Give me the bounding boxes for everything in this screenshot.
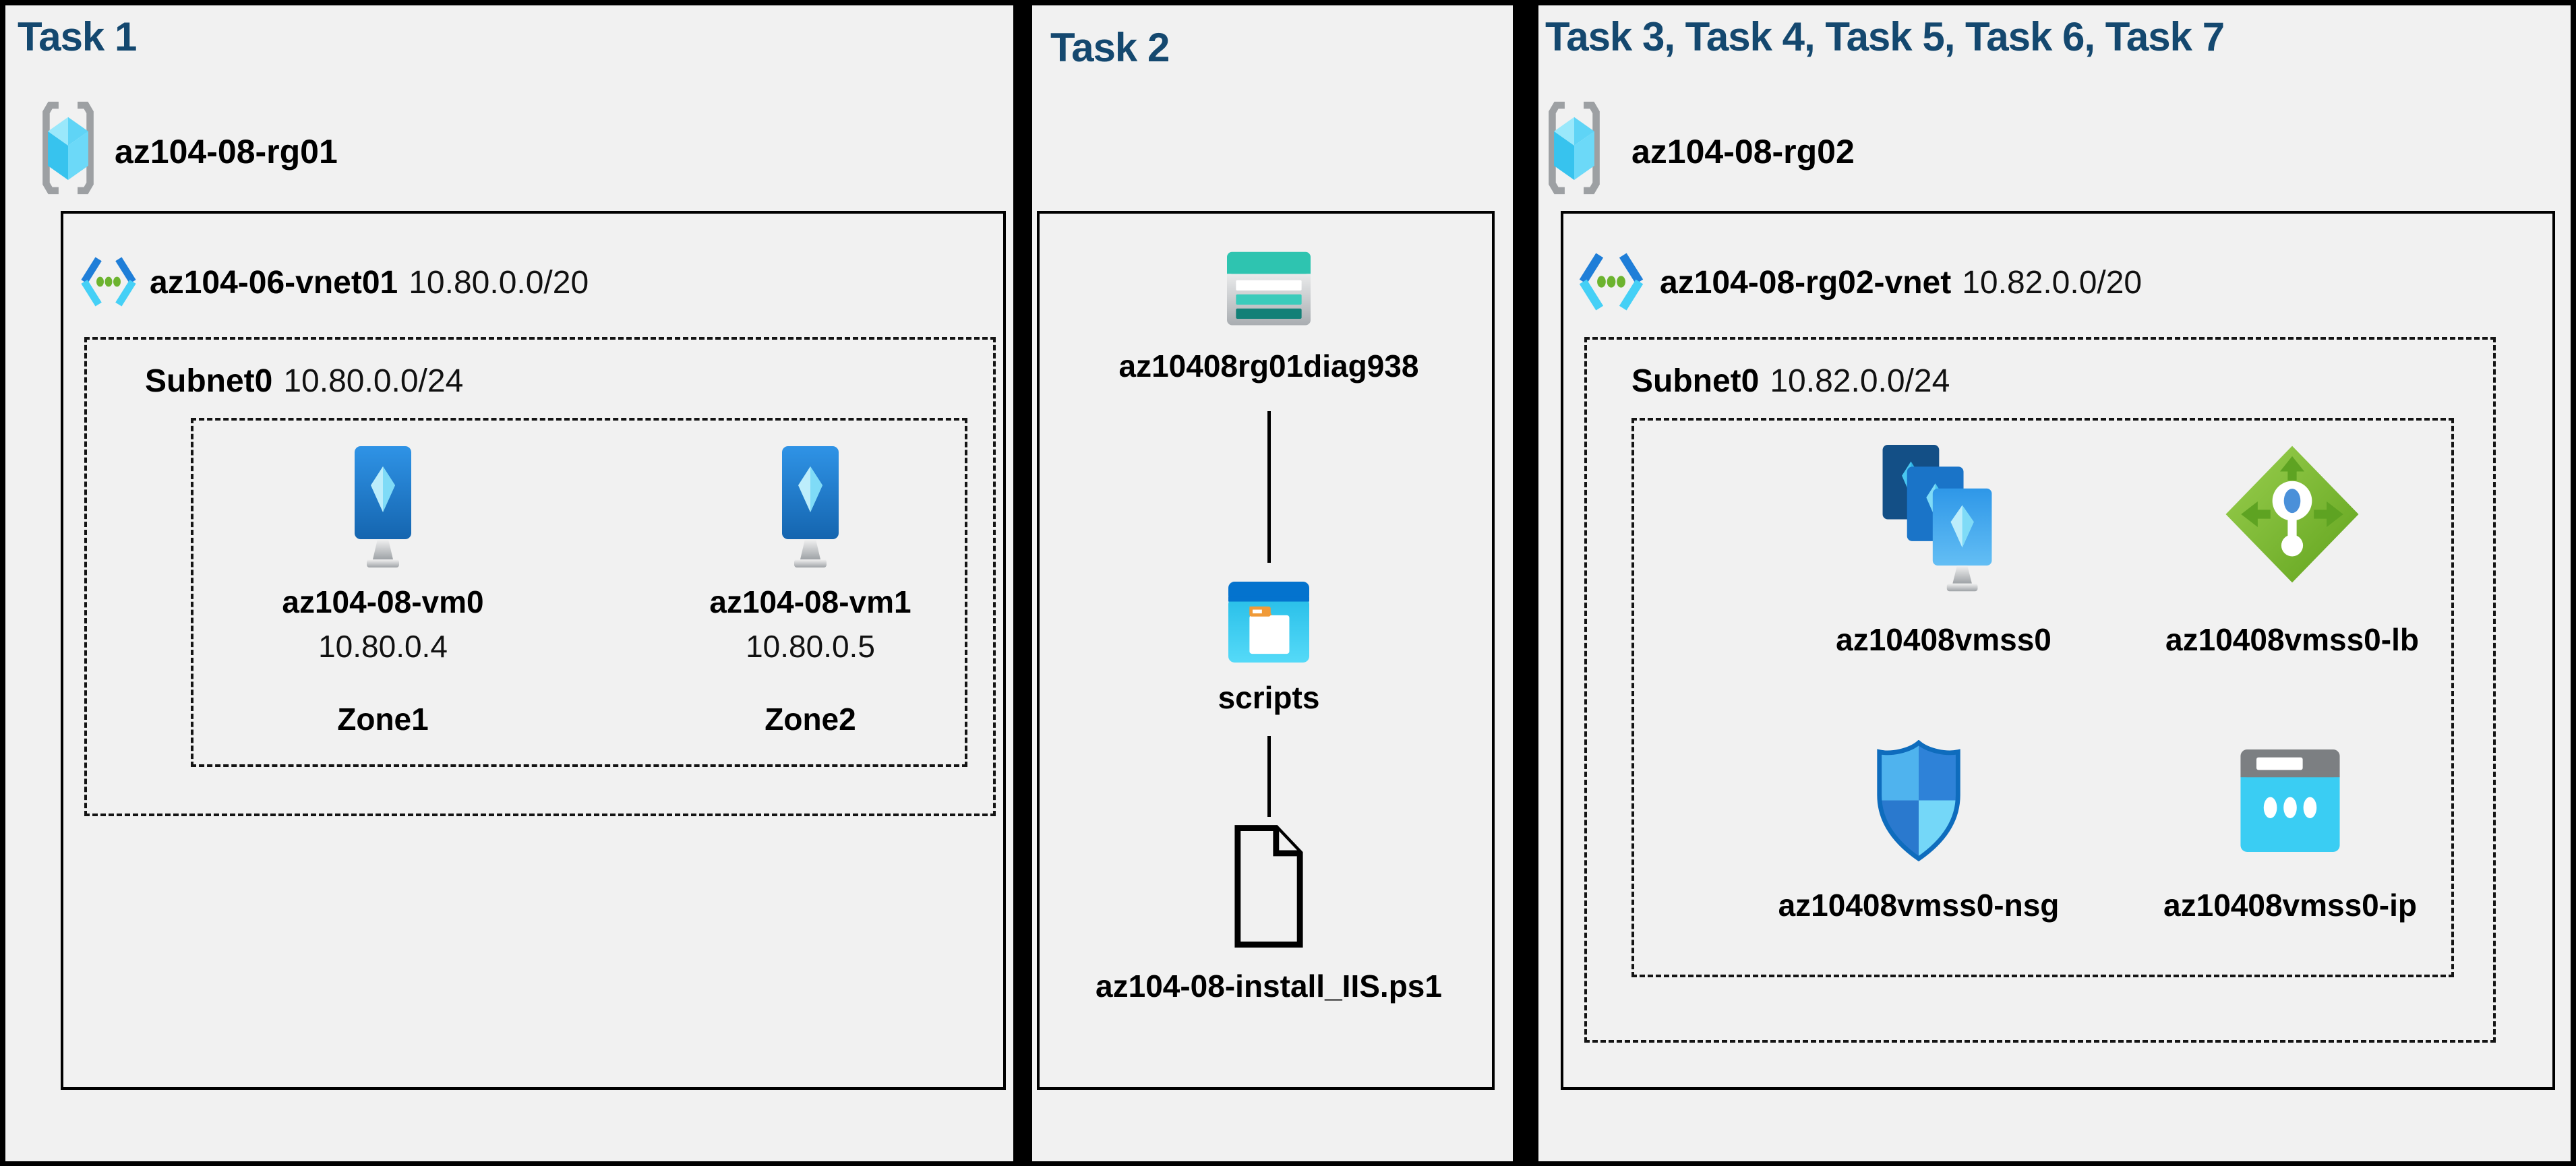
vm-ip: 10.80.0.5: [746, 629, 875, 664]
vm-zone: Zone2: [765, 702, 856, 737]
resource-label: az10408vmss0-nsg: [1778, 888, 2060, 923]
vnet-label: az104-06-vnet01 10.80.0.0/20: [150, 263, 589, 311]
resource-label: az10408vmss0-ip: [2163, 888, 2417, 923]
storage-account-icon: [1227, 251, 1311, 330]
network-security-group-icon: [1873, 740, 1965, 861]
resource-label: az10408vmss0-lb: [2165, 622, 2419, 657]
virtual-machine-icon: [342, 446, 423, 576]
blob-container-label: scripts: [1218, 680, 1320, 715]
vnet-cidr: 10.80.0.0/20: [409, 265, 589, 301]
panel-task1: Task 1 az104-08-rg01 az104-06-vnet01 10.8…: [5, 5, 1013, 1161]
panel-task1-title: Task 1: [18, 14, 137, 59]
subnet-name: Subnet0: [1631, 363, 1760, 399]
task1-vm-box: [191, 418, 967, 767]
vnet-label: az104-08-rg02-vnet 10.82.0.0/20: [1660, 263, 2142, 311]
subnet-label: Subnet0 10.80.0.0/24: [145, 361, 463, 409]
task3-vnet-box: [1561, 211, 2555, 1090]
vm-name: az104-08-vm1: [709, 584, 911, 619]
panel-task3: Task 3, Task 4, Task 5, Task 6, Task 7 a…: [1538, 5, 2571, 1161]
panel-task3-title: Task 3, Task 4, Task 5, Task 6, Task 7: [1545, 14, 2225, 59]
resource-group-label: az104-08-rg02: [1631, 133, 1855, 171]
panel-task2-title: Task 2: [1050, 25, 1170, 70]
vm-scale-set-icon: [1876, 439, 2011, 600]
script-file-label: az104-08-install_IIS.ps1: [1096, 969, 1442, 1004]
connector-line: [1267, 411, 1271, 563]
virtual-network-icon: [80, 244, 138, 319]
subnet-name: Subnet0: [145, 363, 273, 399]
public-ip-icon: [2240, 749, 2341, 852]
vnet-name: az104-06-vnet01: [150, 265, 398, 301]
subnet-cidr: 10.82.0.0/24: [1770, 363, 1950, 399]
resource-group-label: az104-08-rg01: [115, 133, 338, 171]
vm-name: az104-08-vm0: [282, 584, 484, 619]
virtual-machine-icon: [770, 446, 851, 576]
resource-label: az10408vmss0: [1836, 622, 2051, 657]
connector-line: [1267, 736, 1271, 817]
task3-resource-box: [1631, 418, 2454, 977]
task3-subnet-box: [1584, 337, 2496, 1043]
resource-group-icon: [38, 99, 98, 197]
task1-vnet-box: [61, 211, 1006, 1090]
load-balancer-icon: [2221, 442, 2363, 586]
blob-container-icon: [1228, 581, 1309, 663]
subnet-cidr: 10.80.0.0/24: [283, 363, 464, 399]
storage-account-label: az10408rg01diag938: [1118, 348, 1419, 383]
resource-group-icon: [1545, 99, 1604, 197]
vm-ip: 10.80.0.4: [318, 629, 448, 664]
script-file-icon: [1232, 824, 1305, 949]
subnet-label: Subnet0 10.82.0.0/24: [1631, 361, 1950, 409]
panel-task2: Task 2 az10408rg01diag938 scripts: [1032, 5, 1513, 1161]
virtual-network-icon: [1578, 244, 1645, 319]
vm-zone: Zone1: [337, 702, 429, 737]
task1-subnet-box: [84, 337, 996, 816]
vnet-cidr: 10.82.0.0/20: [1962, 265, 2143, 301]
vnet-name: az104-08-rg02-vnet: [1660, 265, 1952, 301]
